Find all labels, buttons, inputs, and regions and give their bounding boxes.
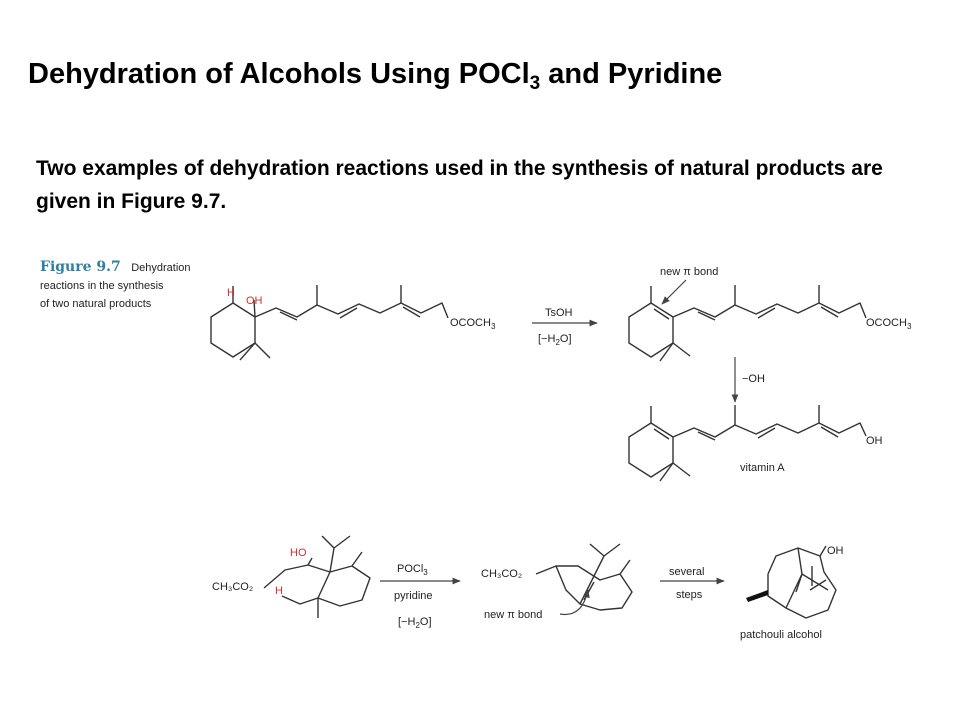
start-oh-label: OH: [246, 295, 263, 307]
pocl3-reagent: POCl3: [397, 563, 428, 577]
start2-ho-label: HO: [290, 547, 307, 559]
figure-caption: Figure 9.7 Dehydration reactions in the …: [40, 258, 240, 312]
start-alcohol-structure: H OH OCOCH3: [210, 285, 496, 361]
vitamin-a-name: vitamin A: [740, 462, 785, 474]
steps-label: steps: [676, 589, 703, 601]
caption-line-2: reactions in the synthesis: [40, 280, 164, 292]
vitamin-a-structure: OH vitamin A: [628, 405, 883, 482]
slide-title-subscript: 3: [529, 73, 541, 94]
start-h-label: H: [227, 287, 235, 299]
intermediate2-ester-label: CH₃CO₂: [481, 568, 522, 580]
pocl3-condition: [−H2O]: [398, 616, 432, 630]
start2-ester-label: CH₃CO₂: [212, 581, 253, 593]
intermediate-bicyclic-structure: CH₃CO₂ new π bond: [481, 543, 633, 621]
tsoh-reagent: TsOH: [545, 307, 573, 319]
slide-title-tail: and Pyridine: [540, 58, 723, 90]
start2-h-label: H: [275, 585, 283, 597]
figure-number: Figure 9.7: [40, 259, 121, 275]
new-pi-bond-label-2: new π bond: [484, 609, 542, 621]
hydroxide-label: −OH: [742, 373, 765, 385]
tsoh-condition: [−H2O]: [538, 333, 572, 347]
intro-text: Two examples of dehydration reactions us…: [36, 157, 883, 213]
patchouli-oh-label: OH: [827, 545, 844, 557]
caption-line-1: Dehydration: [131, 262, 191, 274]
slide-title: Dehydration of Alcohols Using POCl3 and …: [28, 58, 722, 95]
intermediate-alkene-structure: OCOCH3 new π bond: [628, 266, 912, 362]
caption-line-3: of two natural products: [40, 298, 152, 310]
intermediate-ester-label: OCOCH3: [866, 317, 912, 331]
start-acetate-structure: HO CH₃CO₂ H: [212, 535, 371, 618]
vitamin-a-oh-label: OH: [866, 435, 883, 447]
patchouli-alcohol-name: patchouli alcohol: [740, 629, 822, 641]
reaction3-arrow: several steps: [660, 566, 725, 601]
reaction2-arrow: POCl3 pyridine [−H2O]: [380, 563, 461, 630]
base-arrow: −OH: [731, 357, 765, 403]
start-ester-label: OCOCH3: [450, 317, 496, 331]
pyridine-reagent: pyridine: [394, 590, 433, 602]
slide-title-main: Dehydration of Alcohols Using POCl: [28, 58, 530, 90]
several-label: several: [669, 566, 704, 578]
new-pi-bond-label-1: new π bond: [660, 266, 718, 278]
patchouli-alcohol-structure: OH patchouli alcohol: [740, 545, 844, 641]
reaction1-arrow: TsOH [−H2O]: [532, 307, 598, 347]
